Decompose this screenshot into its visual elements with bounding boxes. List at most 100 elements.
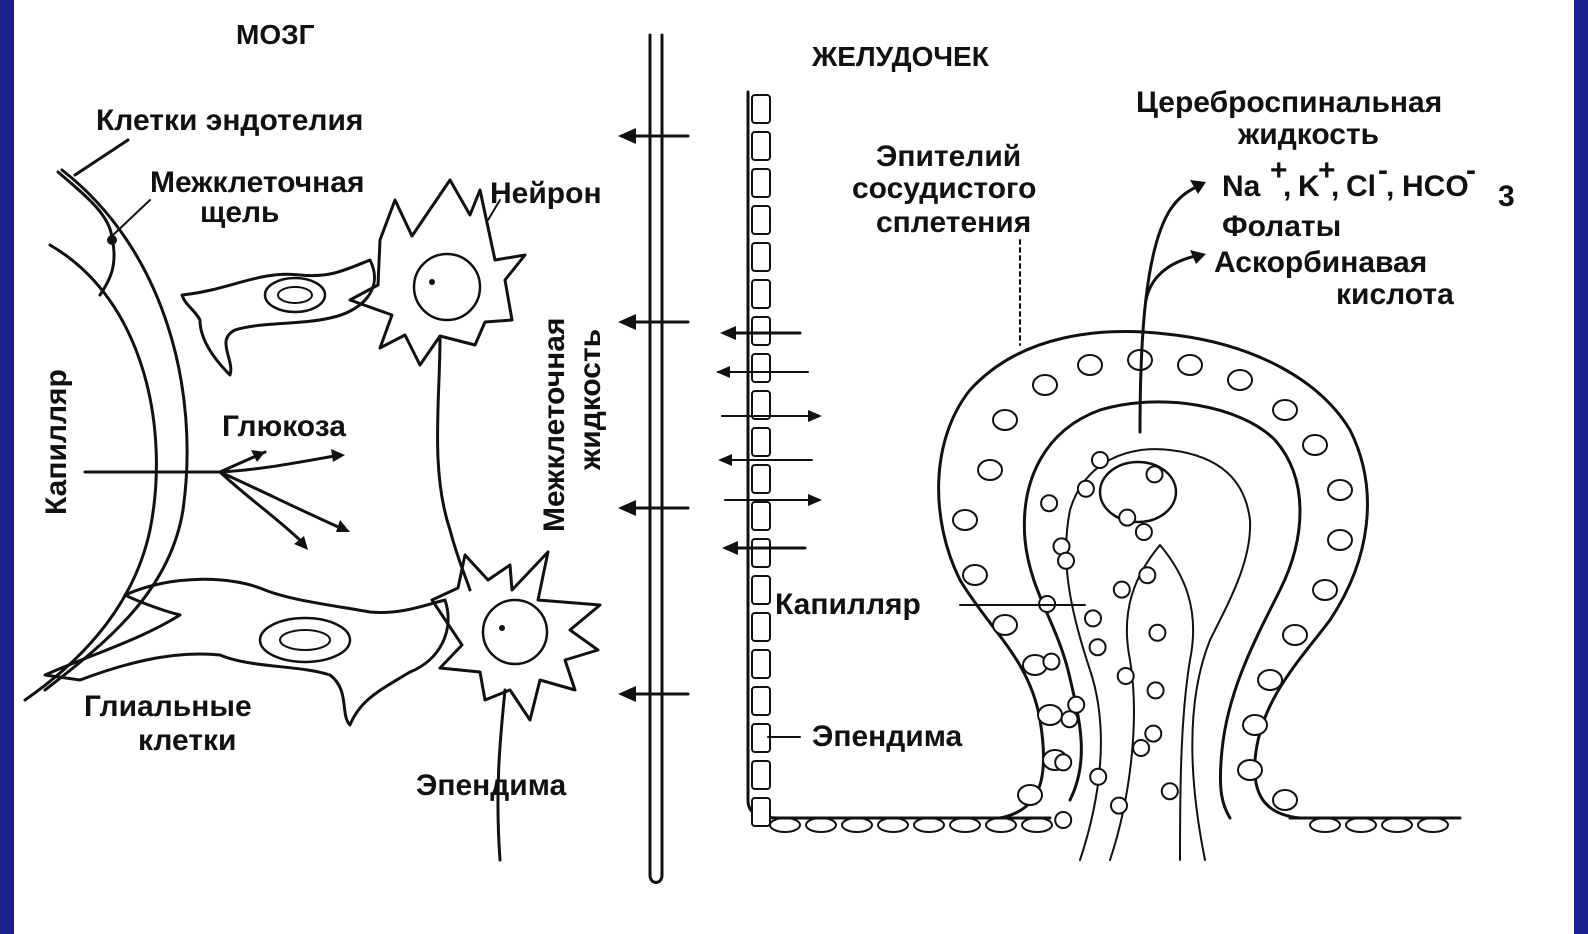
- label-capillary-right: Капилляр: [775, 588, 921, 621]
- plexus-cell: [1283, 625, 1307, 645]
- csf-arrows: [1140, 180, 1206, 432]
- stroma-cell: [1058, 553, 1074, 569]
- stroma-cell: [1090, 639, 1106, 655]
- ion-sep-1: ,: [1283, 170, 1291, 203]
- isf-membrane: [618, 35, 688, 883]
- plexus-epithelial-cells: [953, 350, 1352, 828]
- plexus-cell: [1303, 435, 1327, 455]
- stroma-cell: [1149, 625, 1165, 641]
- plexus-cell: [1238, 760, 1262, 780]
- ependymal-cell: [752, 354, 770, 382]
- title-brain: МОЗГ: [236, 19, 315, 50]
- ion-sep-3: ,: [1386, 170, 1394, 203]
- ependymal-cell: [752, 465, 770, 493]
- ependymal-cell: [752, 687, 770, 715]
- ependymal-floor-cell: [986, 818, 1016, 832]
- stroma-cell: [1111, 798, 1127, 814]
- ependymal-cell: [752, 576, 770, 604]
- label-epithelium-line2: сосудистого: [852, 172, 1036, 205]
- ependymal-floor-cell: [806, 818, 836, 832]
- label-cleft-line1: Межклеточная: [150, 166, 364, 199]
- ependymal-cell: [752, 317, 770, 345]
- ependymal-cell: [752, 798, 770, 826]
- ion-na: Na: [1222, 170, 1261, 203]
- plexus-cell: [1018, 785, 1042, 805]
- ependymal-cell: [752, 243, 770, 271]
- ependymal-cell: [752, 95, 770, 123]
- plexus-cell: [963, 565, 987, 585]
- label-epithelium-line1: Эпителий: [876, 140, 1021, 173]
- stroma-cell: [1136, 524, 1152, 540]
- plexus-cell: [1178, 355, 1202, 375]
- stroma-cell: [1043, 654, 1059, 670]
- ependymal-cell: [752, 132, 770, 160]
- ion-sep-2: ,: [1331, 170, 1339, 203]
- stroma-cell: [1114, 582, 1130, 598]
- label-csf-line1: Цереброспинальная: [1136, 86, 1442, 119]
- ependymal-floor-cell: [770, 818, 800, 832]
- stroma-cell: [1062, 711, 1078, 727]
- stroma-cell: [1092, 452, 1108, 468]
- ependymal-cell: [752, 169, 770, 197]
- stroma-cell: [1119, 510, 1135, 526]
- stroma-cell: [1139, 567, 1155, 583]
- label-csf-line2: жидкость: [1237, 118, 1379, 151]
- ependymal-floor-cell: [1022, 818, 1052, 832]
- stroma-cell: [1147, 466, 1163, 482]
- ependymal-neuron: [432, 552, 600, 860]
- ion-cl: Cl: [1346, 170, 1376, 203]
- label-ascorbic-line1: Аскорбинавая: [1214, 246, 1427, 279]
- ependymal-cell: [752, 428, 770, 456]
- plexus-cell: [993, 615, 1017, 635]
- plexus-cell: [1328, 530, 1352, 550]
- label-isf-line2: жидкость: [574, 329, 607, 471]
- ependymal-floor-cell: [842, 818, 872, 832]
- ependymal-cell: [752, 724, 770, 752]
- stroma-cell: [1078, 481, 1094, 497]
- plexus-cell: [1273, 790, 1297, 810]
- title-ventricle: ЖЕЛУДОЧЕК: [811, 41, 990, 72]
- ependymal-cell: [752, 206, 770, 234]
- ependymal-cell: [752, 502, 770, 530]
- plexus-cell: [1258, 670, 1282, 690]
- stroma-cell: [1055, 812, 1071, 828]
- plexus-cell: [993, 410, 1017, 430]
- label-endothelial-cells: Клетки эндотелия: [96, 104, 363, 137]
- cleft-pointer: [112, 200, 150, 236]
- plexus-cell: [1038, 705, 1062, 725]
- plexus-cell: [978, 460, 1002, 480]
- stroma-cell: [1162, 783, 1178, 799]
- label-capillary-left: Капилляр: [40, 369, 73, 515]
- stroma-cell: [1055, 754, 1071, 770]
- label-glial-line1: Глиальные: [84, 690, 252, 723]
- neuron: [350, 180, 525, 590]
- glial-cell-upper: [182, 260, 374, 375]
- ion-list: Na + , K + , Cl - , HCO - 3: [1222, 154, 1515, 213]
- ependymal-floor-cell: [1310, 818, 1340, 832]
- plexus-cell: [1078, 355, 1102, 375]
- plexus-cell: [1273, 400, 1297, 420]
- plexus-cell: [1228, 370, 1252, 390]
- stroma-cell: [1133, 740, 1149, 756]
- label-cleft-line2: щель: [200, 196, 280, 229]
- ependymal-floor-cell: [950, 818, 980, 832]
- label-epithelium-line3: сплетения: [876, 206, 1031, 239]
- label-neuron: Нейрон: [490, 177, 602, 210]
- label-ascorbic-line2: кислота: [1336, 278, 1454, 311]
- ependymal-cell: [752, 613, 770, 641]
- ependymal-cell: [752, 761, 770, 789]
- glucose-arrows: [85, 449, 350, 550]
- label-glucose: Глюкоза: [222, 410, 346, 443]
- ependymal-cell: [752, 539, 770, 567]
- ion-hco: HCO: [1402, 170, 1469, 203]
- ependymal-floor-cell: [878, 818, 908, 832]
- label-ependyma-left: Эпендима: [416, 769, 567, 802]
- plexus-cell: [1243, 715, 1267, 735]
- stroma-cell: [1148, 682, 1164, 698]
- ion-hco-charge: -: [1466, 154, 1476, 187]
- stroma-cell: [1118, 668, 1134, 684]
- stroma-cell: [1090, 769, 1106, 785]
- ependymal-floor-cell: [1382, 818, 1412, 832]
- label-glial-line2: клетки: [138, 724, 236, 757]
